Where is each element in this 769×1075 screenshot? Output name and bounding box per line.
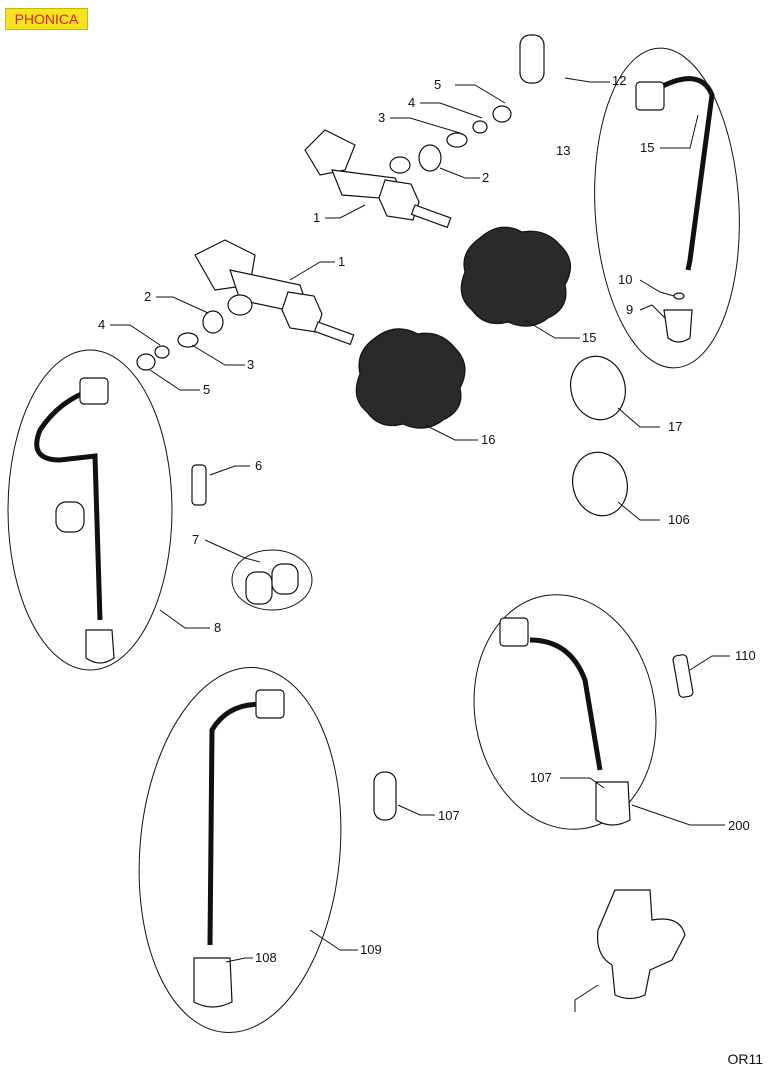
callout-8: 8 (214, 620, 221, 635)
tip-107-right (595, 781, 631, 826)
valve-body-lower (194, 239, 355, 346)
callout-12: 13 (556, 143, 570, 158)
nut-5-lower (136, 353, 156, 371)
group-outline-110 (473, 594, 657, 830)
callout-3-upper: 3 (378, 110, 385, 125)
callout-15-lower: 16 (481, 432, 495, 447)
callout-107-left: 108 (255, 950, 277, 965)
o-ring-2-lower (202, 310, 224, 334)
ring-10 (673, 292, 685, 300)
group-outline-108 (138, 666, 342, 1034)
tip-9 (663, 309, 693, 343)
callout-5-upper: 5 (434, 77, 441, 92)
callout-6: 6 (255, 458, 262, 473)
drawing-code: OR11 (727, 1051, 763, 1067)
nut-5-upper (492, 105, 512, 123)
spring-3-upper (446, 132, 468, 148)
callout-4-upper: 4 (408, 95, 415, 110)
callout-107-right: 107 (530, 770, 552, 785)
callout-11: 12 (612, 73, 626, 88)
callout-7: 7 (192, 532, 199, 547)
nut-108 (255, 689, 285, 719)
callout-17: 106 (668, 512, 690, 527)
fitting-6 (191, 464, 207, 506)
nut-13 (635, 81, 665, 111)
spring-11 (519, 34, 545, 84)
callout-106: 107 (438, 808, 460, 823)
callout-16: 17 (668, 419, 682, 434)
tube-8-tip (85, 629, 115, 664)
spring-3-lower (177, 332, 199, 348)
steam-tube-108 (207, 701, 271, 946)
callout-9: 9 (626, 302, 633, 317)
callout-3-lower: 3 (247, 357, 254, 372)
callout-2-lower: 2 (144, 289, 151, 304)
steam-tube-13 (653, 76, 715, 271)
plug-7-small (271, 563, 299, 595)
dial-plate-17 (572, 451, 628, 517)
callout-15-upper: 15 (582, 330, 596, 345)
o-ring-2-upper (418, 144, 442, 172)
callout-1-upper: 1 (313, 210, 320, 225)
group-outline-12 (594, 47, 740, 369)
callout-109: 110 (735, 648, 756, 663)
brand-logo: PHONICA (5, 8, 88, 30)
valve-body-upper (304, 129, 452, 229)
callout-108: 109 (360, 942, 382, 957)
valve-body-200 (596, 889, 686, 1000)
tube-8-knob (55, 501, 85, 533)
callout-4-lower: 4 (98, 317, 105, 332)
plug-7 (245, 571, 273, 605)
tip-107-left (193, 957, 233, 1008)
callout-13: 15 (640, 140, 654, 155)
knob-15-lower (355, 328, 466, 429)
group-outline-8 (7, 349, 173, 671)
callout-2-upper: 2 (482, 170, 489, 185)
steam-tube-8 (34, 387, 103, 621)
group-outline-7 (231, 549, 313, 611)
washer-4-lower (154, 345, 170, 359)
callout-5-lower: 5 (203, 382, 210, 397)
nut-110 (499, 617, 529, 647)
spring-106 (373, 771, 397, 821)
dial-plate-16 (570, 355, 626, 421)
callout-1-lower: 1 (338, 254, 345, 269)
fitting-109 (672, 654, 694, 698)
tube-8-nut (79, 377, 109, 405)
callout-110: 200 (728, 818, 750, 833)
leader-lines (110, 77, 730, 1012)
washer-4-upper (472, 120, 488, 134)
callout-10: 10 (618, 272, 632, 287)
steam-tube-110 (529, 637, 603, 771)
knob-15-upper (460, 226, 571, 327)
